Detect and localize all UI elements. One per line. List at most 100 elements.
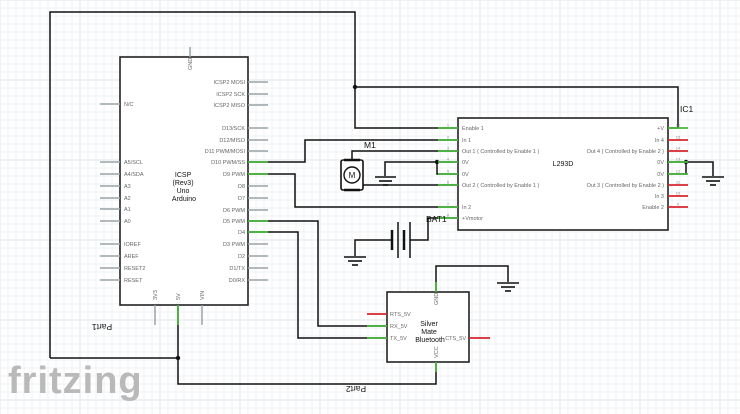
fritzing-logo: fritzing xyxy=(8,360,143,402)
wire-5v-vcc[interactable] xyxy=(50,306,179,359)
l293d-right-pin-number: 9 xyxy=(677,202,680,207)
bluetooth-top-pin-label: GND xyxy=(434,293,440,305)
wire-d10-in1[interactable] xyxy=(248,139,458,163)
bluetooth-left-pin-label: RTS_5V xyxy=(390,312,411,318)
junction-dot xyxy=(175,355,181,361)
arduino-uno-part[interactable]: N/CA5/SCLA4/SDAA3A2A1A0IOREFAREFRESET2RE… xyxy=(92,47,268,332)
wire-vcc[interactable] xyxy=(177,358,437,385)
l293d-left-pin-label: +Vmotor xyxy=(462,216,483,222)
arduino-right-pin-label: D4 xyxy=(238,230,245,236)
l293d-left-pin-number: 8 xyxy=(447,213,450,218)
arduino-right-pin-label: D11 PWM/MOSI xyxy=(205,149,246,155)
l293d-right-pin-number: 10 xyxy=(676,191,681,196)
l293d-right-pin-label: 0V xyxy=(657,160,664,166)
wire-d4-rx[interactable] xyxy=(248,231,387,339)
wire-out1-motor[interactable] xyxy=(351,150,458,160)
arduino-left-pin-label: A1 xyxy=(124,207,131,213)
bluetooth-bottom-pin-label: VCC xyxy=(434,346,440,358)
arduino-left-pin-label: RESET2 xyxy=(124,266,145,272)
l293d-left-pin-label: 0V xyxy=(462,172,469,178)
l293d-right-pin-label: Out 4 ( Controlled by Enable 2 ) xyxy=(587,149,665,155)
arduino-right-pin-label: D10 PWM/SS xyxy=(211,160,245,166)
l293d-right-pin-label: 0V xyxy=(657,172,664,178)
arduino-right-pin-label: D5 PWM xyxy=(223,219,245,225)
arduino-right-pin-label: ICSP2 MOSI xyxy=(214,80,246,86)
arduino-part-label: Part1 xyxy=(92,322,113,332)
wire-bt-gnd[interactable] xyxy=(435,265,509,292)
l293d-right-pin-label: Enable 2 xyxy=(642,205,664,211)
ground-symbol xyxy=(497,282,519,292)
ground-symbol xyxy=(344,256,366,266)
arduino-title: ICSP (Rev3) Uno Arduino xyxy=(172,172,196,203)
l293d-left-pin-label: Out 2 ( Controlled by Enable 1 ) xyxy=(462,183,540,189)
arduino-left-pin-label: N/C xyxy=(124,102,134,108)
battery-bat1[interactable]: BAT1 xyxy=(383,214,447,258)
arduino-left-pin-label: RESET xyxy=(124,278,143,284)
motor-symbol xyxy=(343,166,361,184)
l293d-name: L293D xyxy=(553,161,574,168)
arduino-right-pin-label: ICSP2 SCK xyxy=(216,92,245,98)
l293d-right-pin-number: 12 xyxy=(676,169,681,174)
l293d-right-pin-number: 16 xyxy=(676,123,681,128)
l293d-right-pin-number: 14 xyxy=(676,146,681,151)
arduino-bottom-pin-label: 3V3 xyxy=(153,290,159,300)
junction-dot xyxy=(352,84,358,90)
junction-dot xyxy=(434,159,440,165)
l293d-left-pin-number: 4 xyxy=(447,157,450,162)
arduino-right-pin-label: D3 PWM xyxy=(223,242,245,248)
arduino-right-pin-label: ICSP2 MISO xyxy=(214,103,246,109)
arduino-body xyxy=(119,56,249,306)
l293d-left-pin-number: 6 xyxy=(447,180,450,185)
arduino-left-pin-label: A2 xyxy=(124,196,131,202)
wire-bat-gnd[interactable] xyxy=(354,239,383,256)
bluetooth-left-pin-label: TX_5V xyxy=(390,336,407,342)
l293d-left-pin-number: 1 xyxy=(447,123,450,128)
arduino-left-pin-label: A4/SDA xyxy=(124,172,144,178)
l293d-left-pin-number: 2 xyxy=(447,135,450,140)
motor-m1[interactable]: M M1 xyxy=(340,140,376,192)
wire-enable1[interactable] xyxy=(354,87,458,129)
wire-d5-tx[interactable] xyxy=(248,220,387,327)
ground-symbol xyxy=(702,176,724,186)
arduino-right-pin-label: D12/MISO xyxy=(219,138,245,144)
arduino-right-pin-label: D8 xyxy=(238,184,245,190)
l293d-left-pin-label: 0V xyxy=(462,160,469,166)
l293d-left-pin-label: In 1 xyxy=(462,138,471,144)
motor-ref: M1 xyxy=(364,140,376,150)
l293d-right-pin-number: 15 xyxy=(676,135,681,140)
wire-d9-in2[interactable] xyxy=(248,173,458,208)
arduino-left-pin-label: A0 xyxy=(124,219,131,225)
arduino-top-pin-label: GND xyxy=(188,58,194,70)
arduino-right-pin-label: D6 PWM xyxy=(223,208,245,214)
arduino-left-pin-label: A5/SCL xyxy=(124,160,143,166)
l293d-left-pin-number: 5 xyxy=(447,169,450,174)
arduino-right-pin-label: D0/RX xyxy=(229,278,246,284)
wire-gnd-right[interactable] xyxy=(686,161,714,176)
l293d-ref: IC1 xyxy=(680,104,694,114)
arduino-right-pin-label: D2 xyxy=(238,254,245,260)
l293d-left-pin-label: In 2 xyxy=(462,205,471,211)
arduino-right-pin-label: D1/TX xyxy=(229,266,245,272)
wire-gnd-left[interactable] xyxy=(384,161,437,176)
arduino-right-pin-label: D9 PWM xyxy=(223,172,245,178)
l293d-right-pin-label: Out 3 ( Controlled by Enable 2 ) xyxy=(587,183,665,189)
battery-ref: BAT1 xyxy=(426,214,447,224)
l293d-right-pin-label: +V xyxy=(657,126,664,132)
l293d-left-pin-number: 3 xyxy=(447,146,450,151)
bluetooth-body xyxy=(386,291,470,363)
l293d-left-pin-label: Out 1 ( Controlled by Enable 1 ) xyxy=(462,149,540,155)
arduino-bottom-pin-label: 5V xyxy=(176,293,182,300)
l293d-body xyxy=(457,117,669,231)
l293d-right-pin-label: In 4 xyxy=(655,138,664,144)
l293d-right-pin-number: 11 xyxy=(676,180,681,185)
l293d-right-pin-number: 13 xyxy=(676,157,681,162)
l293d-right-pin-label: In 3 xyxy=(655,194,664,200)
motor-symbol-text: M xyxy=(349,171,356,180)
arduino-left-pin-label: AREF xyxy=(124,254,139,260)
bluetooth-part-label: Part2 xyxy=(346,384,367,394)
arduino-left-pin-label: IOREF xyxy=(124,242,141,248)
